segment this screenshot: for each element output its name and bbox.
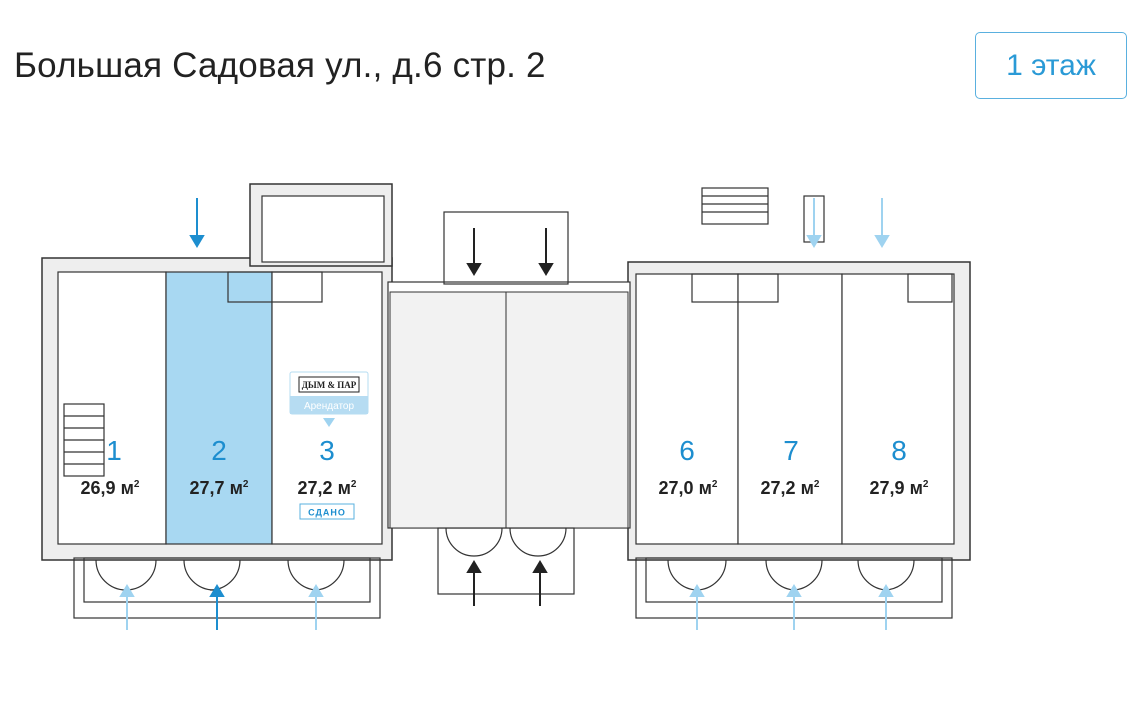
unit-number: 7 — [783, 435, 799, 466]
status-badge — [299, 503, 355, 520]
unit-area: 27,0 м2 — [659, 478, 718, 498]
unit-number: 2 — [211, 435, 227, 466]
tenant-badge[interactable]: ДЫМ & ПАР Арендатор — [289, 371, 369, 427]
unit-area: 27,2 м2 — [761, 478, 820, 498]
unit-number: 3 — [319, 435, 335, 466]
unit-number: 6 — [679, 435, 695, 466]
entrance-arrows — [119, 198, 894, 630]
unit-7[interactable] — [737, 273, 843, 545]
unit-area: 27,9 м2 — [870, 478, 929, 498]
unit-area: 27,2 м2 — [298, 478, 357, 498]
status-badge-text: СДАНО — [308, 508, 346, 518]
tenant-label: Арендатор — [304, 401, 355, 412]
unit-area: 26,9 м2 — [81, 478, 140, 498]
unit-area: 27,7 м2 — [190, 478, 249, 498]
unit-2[interactable] — [165, 271, 273, 545]
unit-1[interactable] — [57, 271, 167, 545]
floor-selector-button[interactable]: 1 этаж — [975, 32, 1127, 99]
unit-8[interactable] — [841, 273, 955, 545]
unit-6[interactable] — [635, 273, 739, 545]
page-title: Большая Садовая ул., д.6 стр. 2 — [14, 46, 546, 85]
unit-2-entrance-arrows — [189, 198, 225, 630]
unit-number: 1 — [106, 435, 122, 466]
badge-pointer-icon — [323, 418, 335, 427]
tenant-logo: ДЫМ & ПАР — [302, 380, 357, 390]
main-entrance-arrows — [466, 228, 554, 606]
unit-number: 8 — [891, 435, 907, 466]
